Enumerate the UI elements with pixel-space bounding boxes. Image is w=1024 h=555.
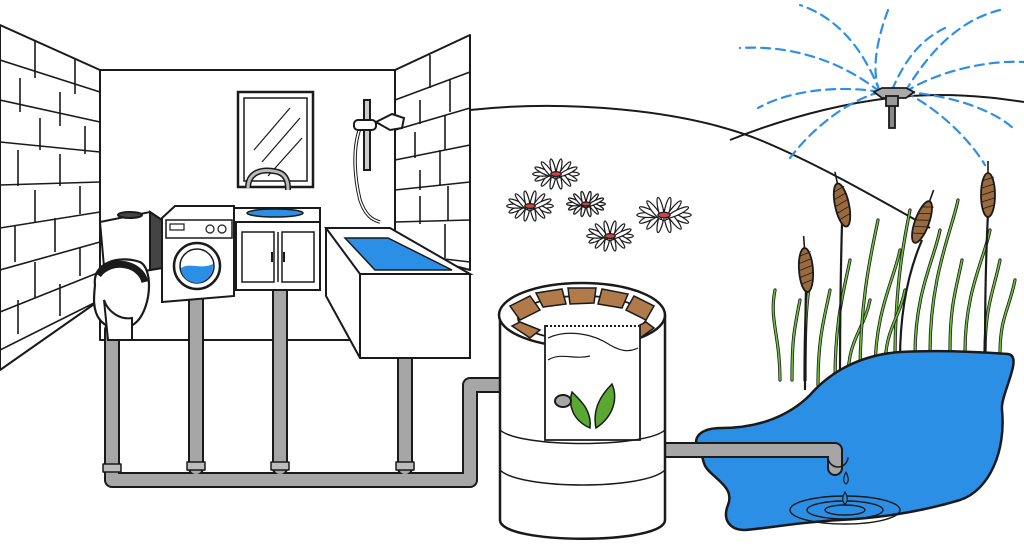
leaf-logo-icon xyxy=(569,382,616,430)
drain-pipes xyxy=(102,282,513,488)
cattail-icon xyxy=(797,236,815,391)
washing-machine-icon xyxy=(161,205,235,304)
right-wall-bricks xyxy=(394,55,471,263)
sink-cabinet-icon xyxy=(233,167,321,291)
daisy-icon xyxy=(586,220,634,252)
daisy-icon xyxy=(532,158,580,190)
biofilter-tank-icon xyxy=(497,281,667,540)
cattail-icon xyxy=(771,161,1017,391)
hill-icon xyxy=(469,93,1024,229)
left-wall-bricks xyxy=(0,40,101,351)
grass-blades xyxy=(771,198,1017,387)
toilet-icon xyxy=(92,210,163,341)
daisy-icon xyxy=(506,190,554,222)
pond-icon xyxy=(694,349,1015,532)
cattail-icon xyxy=(832,171,852,386)
sprinkler-icon xyxy=(738,3,1024,167)
daisy-flowers xyxy=(506,158,692,252)
daisy-icon xyxy=(566,190,606,218)
cattail-icon xyxy=(980,161,996,353)
bathtub-icon xyxy=(324,227,474,359)
shower-head-icon xyxy=(353,99,406,224)
cattail-icon xyxy=(898,189,935,361)
daisy-icon xyxy=(636,196,692,234)
